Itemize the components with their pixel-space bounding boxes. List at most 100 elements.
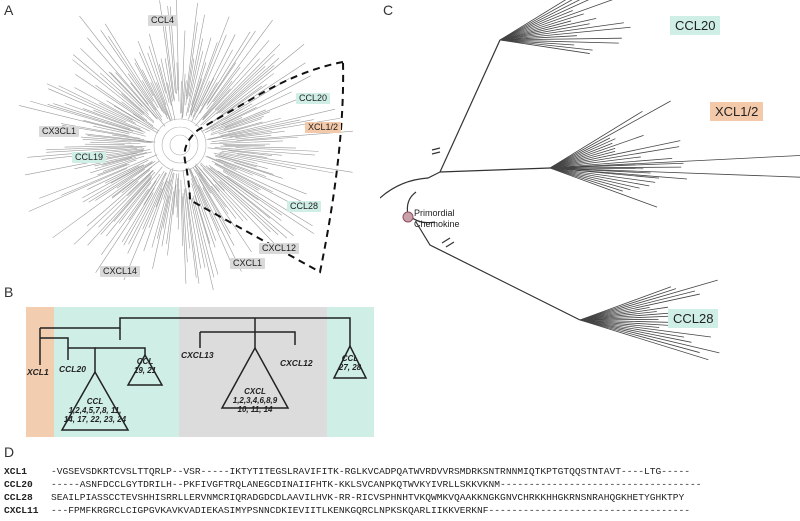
radial-branch (194, 165, 229, 215)
radial-branch (92, 125, 130, 135)
alignment-name: XCL1 (4, 466, 28, 477)
xcl-clade-branch (549, 138, 616, 169)
radial-branch (220, 108, 336, 136)
radial-branch (223, 115, 264, 131)
root-node (402, 211, 414, 223)
radial-branch (223, 171, 313, 227)
alignment-row: CCL28 SEAILPIASSCCTEVSHHISRRLLERVNMCRIQRA… (4, 492, 684, 504)
b-ccl-big-nums2: 14, 17, 22, 23, 24 (63, 415, 127, 424)
ccl20-clade-branch (499, 10, 573, 41)
tag-cx3cl1: CX3CL1 (39, 126, 80, 137)
radial-branch (205, 165, 294, 237)
b-label-cxcl12: CXCL12 (280, 358, 313, 368)
alignment-seq: ---FPMFKRGRCLCIGPGVKAVKVADIEKASIMYPSNNCD… (51, 505, 691, 516)
radial-branch (211, 135, 272, 142)
radial-ring (161, 126, 199, 164)
alignment-name: CCL28 (4, 492, 33, 503)
b-ccl-big-title: CCL (86, 397, 104, 406)
radial-branch (213, 66, 241, 103)
radial-branch (202, 88, 231, 121)
radial-branch (204, 106, 257, 133)
xcl-clade-branch (549, 151, 616, 169)
radial-branch (206, 119, 314, 141)
radial-branch (121, 93, 145, 114)
radial-branch (147, 52, 167, 106)
radial-branch (221, 73, 274, 114)
radial-branch (88, 162, 153, 203)
radial-branch (106, 100, 154, 130)
root-label-line2: Chemokine (414, 219, 460, 229)
ccl28-clade-branch (579, 311, 657, 321)
radial-branch (141, 69, 165, 114)
radial-branch (113, 105, 140, 122)
b-label-xcl1: XCL1 (27, 367, 49, 377)
phylogeny-branches (499, 0, 800, 360)
radial-branch (221, 150, 267, 158)
radial-branch (48, 88, 127, 123)
radial-branch (198, 185, 220, 232)
radial-branch (206, 19, 273, 110)
b-label-ccl20: CCL20 (59, 364, 86, 374)
radial-branch (74, 152, 148, 170)
radial-branch (151, 179, 171, 248)
schematic-branches (39, 317, 351, 372)
radial-branch (175, 178, 179, 208)
radial-branch (87, 159, 149, 190)
xcl-clade-branch (549, 146, 680, 169)
radial-branch (167, 82, 176, 121)
radial-branch (228, 117, 281, 133)
radial-branch (235, 147, 319, 152)
radial-branch (191, 197, 214, 290)
radial-branch (219, 151, 334, 174)
radial-branch (24, 152, 138, 176)
radial-branch (234, 162, 283, 179)
radial-branch (118, 182, 152, 224)
radial-branch (215, 155, 274, 175)
radial-branch (214, 184, 248, 221)
radial-branch (94, 151, 152, 167)
xcl-long-branch (549, 155, 800, 169)
radial-branch (30, 100, 134, 132)
radial-branch (64, 103, 146, 133)
radial-branch (219, 180, 279, 235)
radial-branch (211, 160, 273, 193)
radial-branch (195, 80, 233, 127)
radial-branch (177, 189, 180, 230)
radial-branch (215, 158, 307, 195)
alignment-seq: SEAILPIASSCCTEVSHHISRRLLERVNMCRIQRADGDCD… (51, 492, 685, 503)
panel-c-phylogeny (380, 0, 800, 360)
radial-branch (182, 170, 197, 278)
radial-branch (234, 130, 285, 139)
radial-branch (87, 135, 153, 143)
radial-branch (206, 109, 242, 130)
radial-branch (95, 156, 137, 170)
xcl-long-branch (549, 166, 682, 169)
radial-branch (192, 195, 215, 278)
radial-branch (46, 146, 143, 153)
ccl20-clade-branch (499, 0, 573, 41)
radial-branch (95, 85, 154, 127)
radial-branch (46, 83, 151, 132)
ccl28-clade-branch (579, 319, 660, 328)
radial-branch (229, 117, 341, 138)
ccl20-clade-branch (499, 23, 590, 41)
radial-branch (217, 170, 283, 216)
radial-branch (99, 102, 133, 121)
radial-branch (199, 31, 251, 114)
radial-branch (188, 78, 202, 120)
panel-b-letter: B (4, 284, 14, 300)
alignment-name: CXCL11 (4, 505, 39, 516)
radial-branch (164, 58, 173, 102)
tag-xcl12-c: XCL1/2 (710, 102, 764, 121)
ccl20-clade-branch (499, 0, 613, 41)
radial-branch (198, 167, 220, 192)
xcl-clade-branch (549, 167, 623, 192)
xcl-clade-branch (549, 167, 640, 189)
radial-branch (110, 164, 145, 184)
radial-branch (218, 152, 297, 170)
radial-branch (191, 37, 212, 106)
radial-branch (160, 58, 172, 106)
radial-branch (207, 155, 253, 176)
ccl28-clade-branch (579, 318, 659, 321)
radial-branch (193, 167, 226, 222)
